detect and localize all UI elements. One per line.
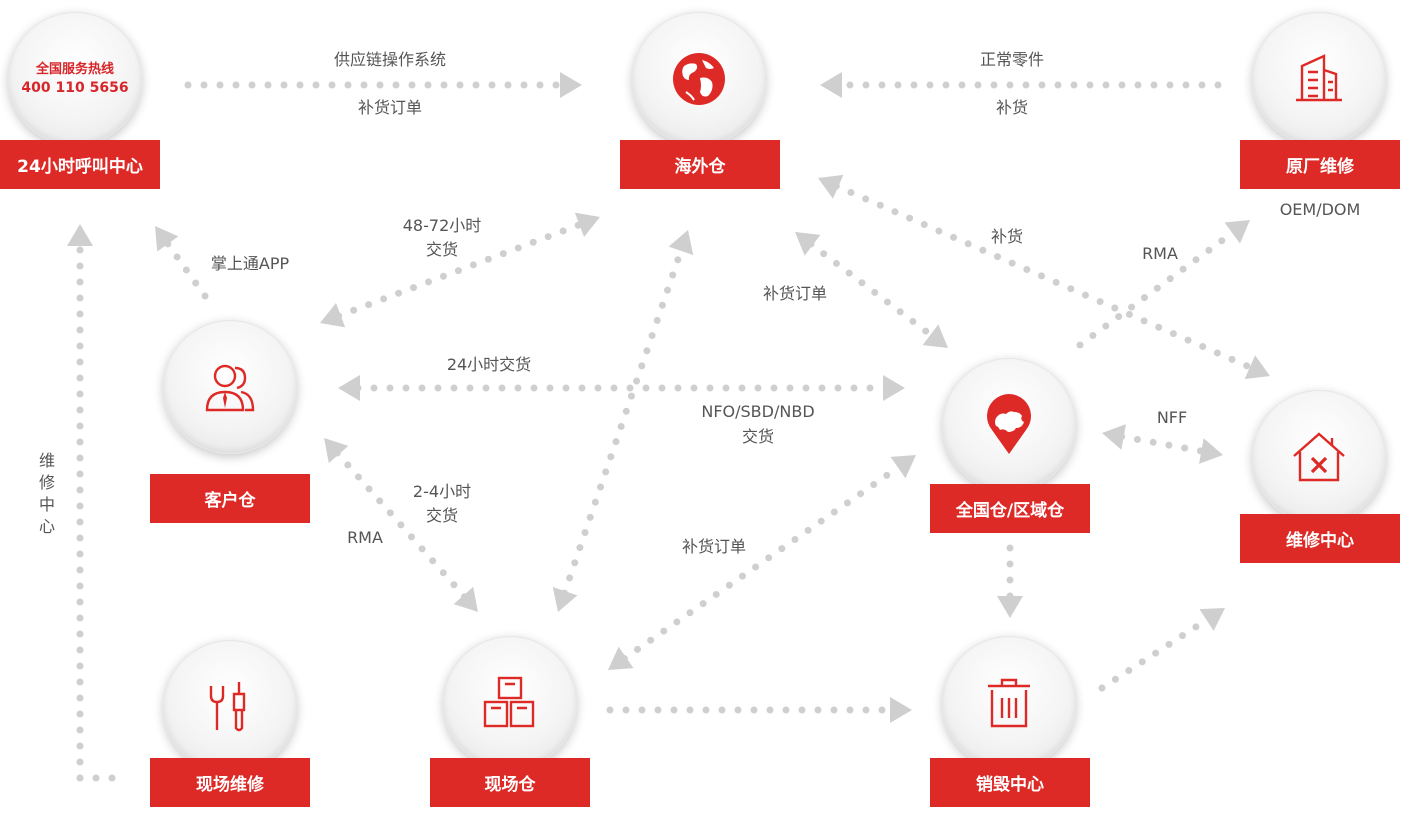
connector-fieldrepair-to-callcenter — [67, 224, 129, 782]
connector-national-to-oem — [1076, 220, 1250, 349]
china-map-pin-icon — [987, 394, 1031, 454]
repair-center-tag: 维修中心 — [1240, 514, 1400, 563]
field-repair-tag: 现场维修 — [150, 758, 310, 807]
connector-customer-fieldwh — [324, 438, 478, 612]
label-replenish-order-top: 补货订单 — [357, 98, 423, 117]
connector-customer-national — [338, 375, 905, 401]
destruction-center-node — [942, 636, 1076, 770]
destruction-center-tag: 销毁中心 — [930, 758, 1090, 807]
connector-fieldwh-overseas — [552, 230, 694, 612]
label-supply-chain-system: 供应链操作系统 — [333, 50, 447, 69]
wrench-screwdriver-icon — [209, 682, 246, 732]
label-nff: NFF — [1156, 408, 1188, 427]
call-center-tag: 24小时呼叫中心 — [0, 140, 160, 189]
house-tools-icon — [1293, 432, 1345, 482]
connector-oem-to-overseas — [820, 72, 1222, 98]
call-center-node: 全国服务热线 400 110 5656 — [8, 12, 142, 146]
boxes-icon — [483, 676, 535, 728]
label-oem-dom: OEM/DOM — [1279, 200, 1361, 219]
label-repair-center-vertical: 维修中心 — [38, 451, 55, 536]
connector-fieldwh-to-destruction — [606, 697, 912, 723]
label-24h-delivery: 24小时交货 — [446, 355, 532, 374]
national-warehouse-tag: 全国仓/区域仓 — [930, 484, 1090, 533]
oem-repair-node — [1252, 12, 1386, 146]
label-replenish-order-low: 补货订单 — [681, 537, 747, 556]
label-2-4h-line2: 交货 — [425, 506, 459, 525]
connector-overseas-national — [795, 232, 948, 348]
connector-national-to-destruction — [997, 544, 1023, 618]
label-rma-upper: RMA — [1142, 244, 1178, 263]
connector-overseas-repaircenter — [818, 174, 1270, 380]
label-2-4h-line1: 2-4小时 — [412, 482, 472, 501]
building-icon — [1296, 54, 1342, 102]
label-48-72h-line1: 48-72小时 — [402, 216, 482, 235]
trash-bin-icon — [988, 678, 1030, 728]
field-repair-node — [163, 640, 297, 774]
national-warehouse-node — [942, 358, 1076, 492]
label-48-72h-line2: 交货 — [425, 240, 459, 259]
label-replenish-top: 补货 — [995, 98, 1029, 117]
people-icon — [205, 364, 255, 412]
repair-center-node — [1252, 390, 1386, 524]
label-nfo-line2: 交货 — [741, 427, 775, 446]
overseas-warehouse-node — [632, 12, 766, 146]
globe-icon — [673, 53, 725, 105]
label-nfo-line1: NFO/SBD/NBD — [701, 402, 815, 421]
label-rma-lower: RMA — [347, 528, 383, 547]
label-replenish-order-mid: 补货订单 — [762, 284, 828, 303]
customer-warehouse-node — [163, 320, 297, 454]
label-replenish-diagonal: 补货 — [990, 227, 1024, 246]
connector-fieldwh-national — [608, 455, 916, 670]
field-warehouse-node — [443, 636, 577, 770]
connector-customer-to-callcenter — [155, 226, 209, 300]
customer-warehouse-tag: 客户仓 — [150, 474, 310, 523]
label-app: 掌上通APP — [210, 254, 290, 273]
oem-repair-tag: 原厂维修 — [1240, 140, 1400, 189]
label-normal-parts: 正常零件 — [979, 50, 1045, 69]
hotline-number: 400 110 5656 — [21, 80, 129, 96]
connector-customer-overseas — [320, 212, 600, 328]
connector-destruction-to-repaircenter — [1098, 608, 1225, 692]
connector-national-repaircenter — [1102, 424, 1223, 464]
hotline-title: 全国服务热线 — [35, 62, 114, 77]
field-warehouse-tag: 现场仓 — [430, 758, 590, 807]
connector-callcenter-to-overseas — [184, 72, 582, 98]
overseas-warehouse-tag: 海外仓 — [620, 140, 780, 189]
